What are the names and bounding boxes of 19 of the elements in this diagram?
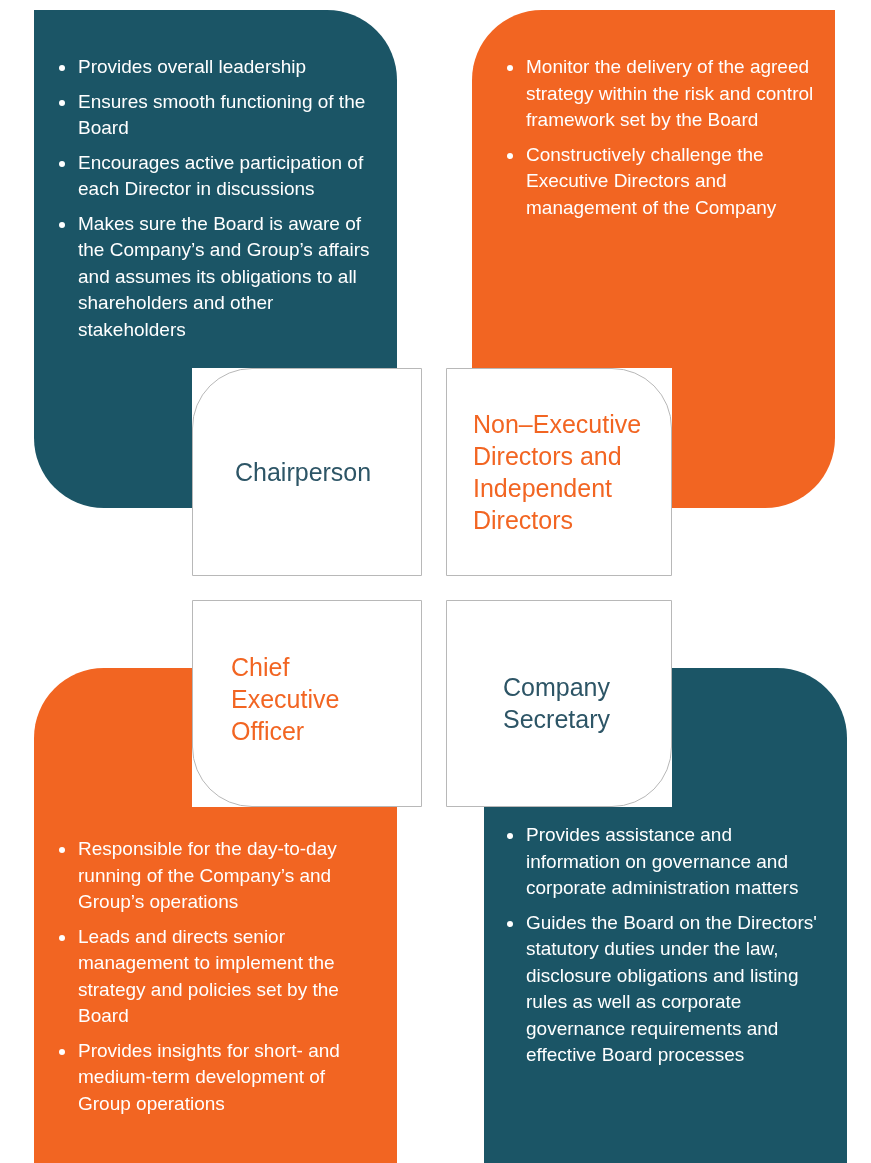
role-title-box	[446, 600, 672, 807]
role-title: Non–Executive Directors and Independent Directors	[473, 409, 643, 536]
bullet-text: Encourages active participation of each Director in discussions	[78, 151, 364, 199]
role-title-box	[446, 368, 672, 576]
bullet-text: Provides assistance and information on governance and corporate administration matters	[526, 824, 799, 898]
bullet-text: Responsible for the day-to-day running of the Company’s and Group’s operations	[78, 838, 337, 912]
role-title-box	[192, 368, 422, 576]
role-title: Chairperson	[235, 457, 373, 488]
bullet-text: Guides the Board on the Directors' statutory duties under the law, disclosure obligations and listing rules as well as corporate governance requirements and effective Board processes	[526, 911, 817, 1065]
bullet-text: Provides overall leadership	[78, 56, 307, 77]
role-title: Company Secretary	[503, 672, 611, 735]
bullet-text: Makes sure the Board is aware of the Company’s and Group’s affairs and assumes its obligations to all shareholders and other stakeholders	[78, 212, 370, 340]
bullet-text: Leads and directs senior management to implement the strategy and policies set by the Board	[78, 925, 339, 1026]
bullet-text: Monitor the delivery of the agreed strategy within the risk and control framework set by the Board	[526, 56, 814, 130]
bullet-text: Ensures smooth functioning of the Board	[78, 90, 366, 138]
role-title-box	[192, 600, 422, 807]
bullet-text: Constructively challenge the Executive Directors and management of the Company	[526, 143, 777, 218]
role-title: Chief Executive Officer	[231, 652, 341, 747]
bullet-text: Provides insights for short- and medium-term development of Group operations	[78, 1039, 340, 1114]
